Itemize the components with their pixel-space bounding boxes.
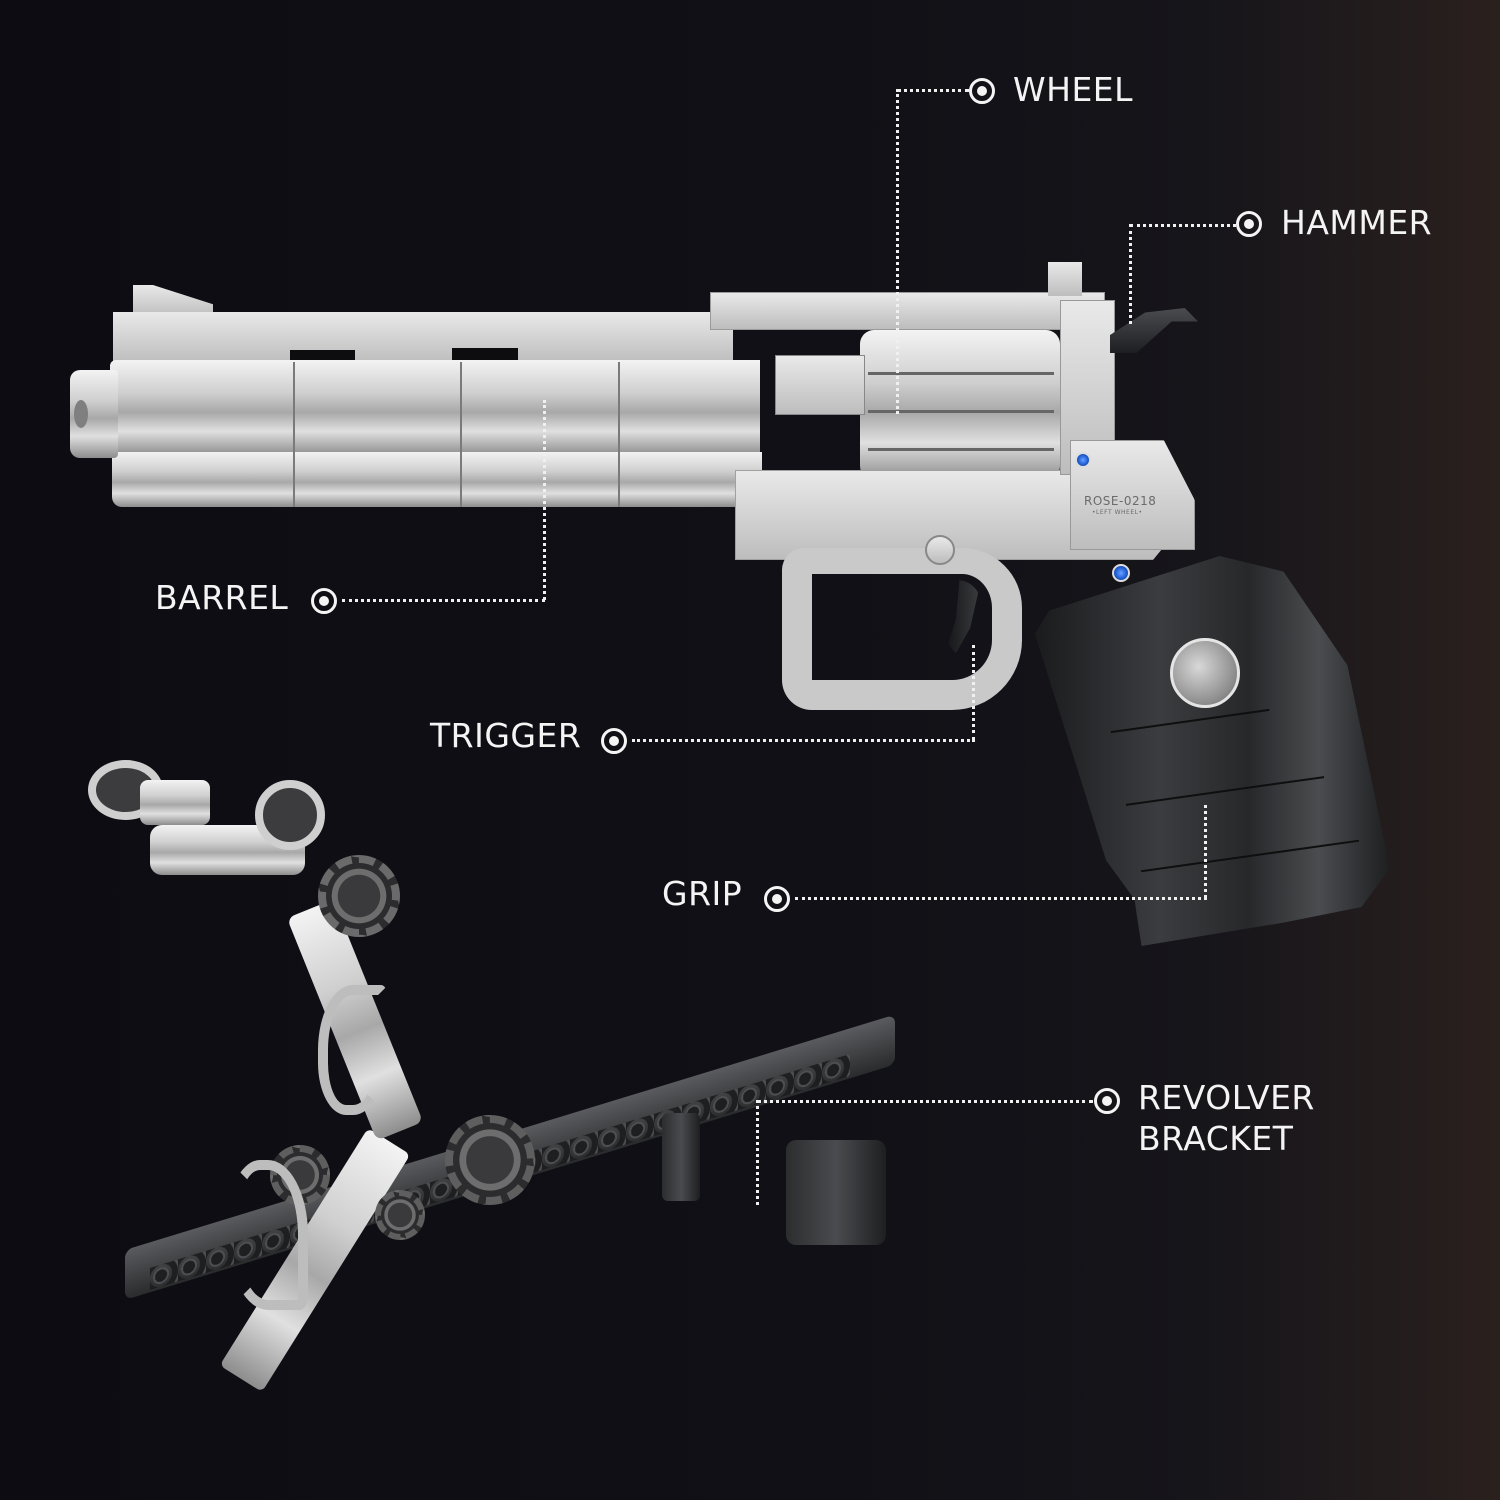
cradle-ring xyxy=(255,780,325,850)
bracket-label-line2: BRACKET xyxy=(1138,1119,1294,1158)
wheel-target-icon xyxy=(969,78,995,104)
bracket-rear-post xyxy=(662,1113,700,1201)
bracket-target-icon xyxy=(1094,1088,1120,1114)
barrel-seam xyxy=(460,362,462,507)
trigger-label: TRIGGER xyxy=(430,716,582,755)
trigger-leader-line xyxy=(632,739,975,742)
cylinder-flute xyxy=(868,448,1054,451)
grip-target-icon xyxy=(764,886,790,912)
bracket-leader-line xyxy=(757,1100,1093,1103)
barrel-lower xyxy=(112,452,762,507)
trigger-guard xyxy=(782,548,1022,710)
bracket-end-post xyxy=(786,1140,886,1245)
engraving-model: ROSE-0218 xyxy=(1084,494,1157,508)
top-rib xyxy=(113,312,733,364)
trigger-target-icon xyxy=(601,728,627,754)
grip xyxy=(1035,556,1390,946)
scroll-ornament xyxy=(228,1160,308,1310)
barrel-upper xyxy=(110,360,760,455)
hammer-label: HAMMER xyxy=(1281,203,1433,242)
barrel-target-icon xyxy=(311,588,337,614)
hammer-target-icon xyxy=(1236,211,1262,237)
grip-medallion xyxy=(1170,638,1240,708)
barrel-seam xyxy=(293,362,295,507)
barrel-label: BARREL xyxy=(155,578,289,617)
gear-icon xyxy=(445,1115,535,1205)
engraving-sub: •LEFT WHEEL• xyxy=(1092,509,1143,516)
bracket-label-line1: REVOLVER xyxy=(1138,1078,1315,1117)
top-strap xyxy=(710,292,1105,330)
rib-slot-1 xyxy=(290,350,355,362)
muzzle-bore xyxy=(74,400,88,428)
cylinder-flute xyxy=(868,372,1054,375)
rear-sight xyxy=(1048,262,1082,296)
hammer xyxy=(1110,308,1198,353)
cylinder-latch-block xyxy=(775,355,865,415)
gear-icon xyxy=(375,1190,425,1240)
cylinder-flute xyxy=(868,410,1054,413)
wheel-leader-line xyxy=(896,89,899,414)
barrel-leader-line xyxy=(342,599,545,602)
rib-slot-2 xyxy=(452,348,518,361)
grip-label: GRIP xyxy=(662,874,743,913)
blue-screw-icon xyxy=(1112,564,1130,582)
barrel-seam xyxy=(618,362,620,507)
wheel-label: WHEEL xyxy=(1013,70,1134,109)
hammer-leader-line xyxy=(1130,224,1236,227)
guard-joint xyxy=(925,535,955,565)
scroll-ornament xyxy=(318,985,388,1115)
wheel-leader-line xyxy=(897,89,969,92)
gear-icon xyxy=(318,855,400,937)
cradle-connector xyxy=(140,780,210,825)
grip-leader-line xyxy=(1204,805,1207,898)
barrel-leader-line xyxy=(543,400,546,600)
bracket-leader-line xyxy=(756,1100,759,1205)
cylinder-wheel xyxy=(860,330,1060,480)
blue-screw-icon xyxy=(1075,452,1091,468)
trigger-leader-line xyxy=(972,645,975,740)
hammer-leader-line xyxy=(1129,224,1132,324)
grip-leader-line xyxy=(795,897,1207,900)
